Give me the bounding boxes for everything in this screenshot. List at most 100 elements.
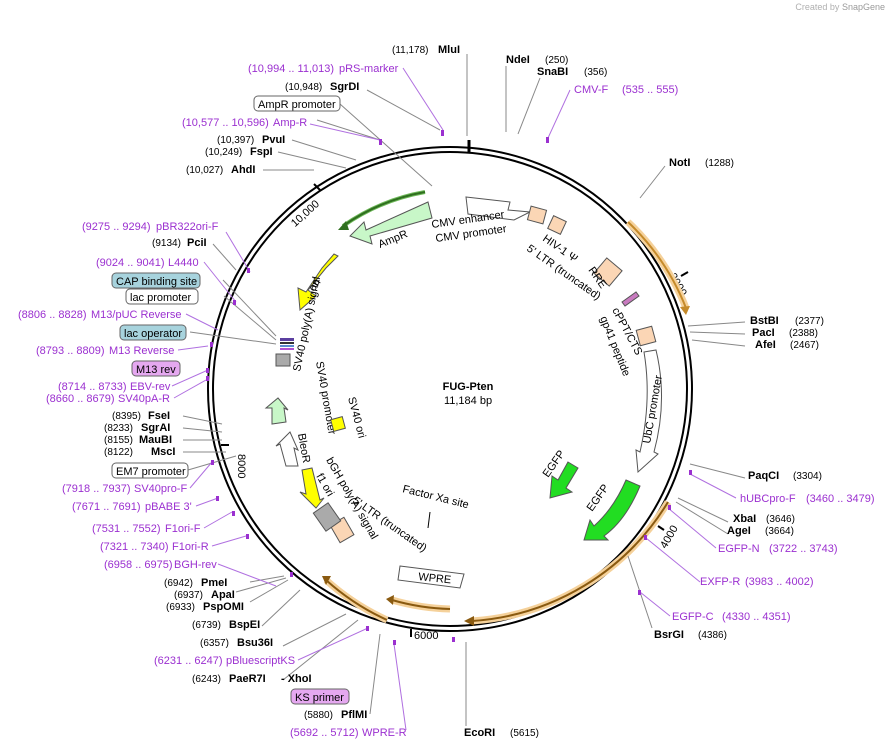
primer-name-pbabe3[interactable]: pBABE 3' [145, 501, 192, 513]
enzyme-pos-ecori: (5615) [510, 728, 539, 739]
ubc-promoter-feature[interactable] [635, 349, 663, 474]
enzyme-name-pmei[interactable]: PmeI [201, 577, 227, 589]
boxed-labels: AmpR promoter CAP binding site lac promo… [111, 95, 350, 705]
enzyme-name-bsu36i[interactable]: Bsu36I [237, 637, 273, 649]
em7-promoter-box[interactable] [111, 462, 189, 479]
enzyme-name-agei[interactable]: AgeI [727, 525, 751, 537]
lac-mark-1 [280, 338, 294, 341]
tick-label-8000: 8000 [235, 454, 247, 478]
enzyme-extra-xhoi[interactable]: - XhoI [281, 673, 312, 685]
enzyme-name-paci[interactable]: PacI [752, 327, 775, 339]
primer-name-f1ori-f[interactable]: F1ori-F [165, 523, 201, 535]
tick-2000-mark [680, 271, 689, 277]
credit-prefix: Created by [795, 2, 840, 12]
credit-brand: SnapGene [841, 2, 885, 12]
enzyme-name-noti[interactable]: NotI [669, 157, 690, 169]
m13-rev-box[interactable] [131, 360, 181, 377]
ori-feature[interactable] [297, 253, 339, 312]
enzyme-name-fspi[interactable]: FspI [250, 146, 273, 158]
enzyme-pos-ahdi: (10,027) [186, 165, 223, 176]
enzyme-pos-msci: (8122) [104, 447, 133, 458]
wpre-label: WPRE [418, 571, 452, 586]
enzyme-pos-sgrai: (8233) [104, 423, 133, 434]
enzyme-name-paqci[interactable]: PaqCI [748, 470, 779, 482]
wpre-feature[interactable] [397, 565, 465, 589]
egfp-feature-1[interactable] [549, 461, 579, 499]
enzyme-name-pvui[interactable]: PvuI [262, 134, 285, 146]
factor-xa-mark [427, 511, 431, 529]
primer-name-amp-r[interactable]: Amp-R [273, 117, 307, 129]
enzyme-name-pflmi[interactable]: PflMI [341, 709, 367, 721]
bgh-box[interactable] [312, 502, 342, 532]
enzyme-name-pspomi[interactable]: PspOMI [203, 601, 244, 613]
primer-range-hubcpro-f: (3460 .. 3479) [806, 493, 875, 505]
egfp-feature-2[interactable] [583, 479, 641, 541]
primer-name-exfp-r[interactable]: EXFP-R [700, 576, 740, 588]
primer-name-pbluescriptks[interactable]: pBluescriptKS [226, 655, 295, 667]
gp41-box[interactable] [635, 325, 657, 347]
primer-name-cmv-f[interactable]: CMV-F [574, 84, 609, 96]
primer-name-wpre-r[interactable]: WPRE-R [362, 727, 407, 739]
primer-name-sv40pro-f[interactable]: SV40pro-F [134, 483, 187, 495]
enzyme-name-fsei[interactable]: FseI [148, 410, 170, 422]
enzyme-name-snabi[interactable]: SnaBI [537, 66, 568, 78]
sv40-promoter-feature[interactable] [264, 397, 289, 425]
primer-range-egfp-c: (4330 .. 4351) [722, 611, 791, 623]
ampr-promoter-box[interactable] [253, 95, 341, 112]
enzyme-name-ecori[interactable]: EcoRI [464, 727, 495, 739]
cppt-feature[interactable] [621, 291, 640, 307]
bleor-feature[interactable] [275, 431, 300, 467]
primer-name-egfp-c[interactable]: EGFP-C [672, 611, 714, 623]
primer-name-pbr322ori-f[interactable]: pBR322ori-F [156, 221, 219, 233]
lac-promoter-box[interactable] [125, 288, 199, 305]
enzyme-name-bspei[interactable]: BspEI [229, 619, 260, 631]
enzyme-pos-paci: (2388) [789, 328, 818, 339]
backbone-inner [212, 151, 688, 627]
enzyme-name-afei[interactable]: AfeI [755, 339, 776, 351]
rre-box[interactable] [593, 257, 623, 287]
enzyme-name-apai[interactable]: ApaI [211, 589, 235, 601]
ks-primer-label: KS primer [295, 692, 344, 704]
enzyme-name-pcii[interactable]: PciI [187, 237, 207, 249]
ampr-feature[interactable] [349, 201, 433, 245]
enzyme-name-xbai[interactable]: XbaI [733, 513, 756, 525]
primer-range-l4440: (9024 .. 9041) [96, 257, 165, 269]
enzyme-name-mlui[interactable]: MluI [438, 44, 460, 56]
sv40-ori-box[interactable] [330, 416, 346, 432]
enzyme-name-paer7i[interactable]: PaeR7I [229, 673, 266, 685]
primer-name-ebv-rev[interactable]: EBV-rev [130, 381, 171, 393]
lac-operator-label: lac operator [124, 328, 182, 340]
primer-name-bgh-rev[interactable]: BGH-rev [174, 559, 217, 571]
primer-name-m13puc-rev[interactable]: M13/pUC Reverse [91, 309, 181, 321]
ltr-box-2[interactable] [547, 215, 567, 235]
lac-operator-box[interactable] [119, 324, 187, 341]
primer-range-pbabe3: (7671 .. 7691) [72, 501, 141, 513]
f1-ori-feature[interactable] [299, 467, 325, 509]
primer-name-egfp-n[interactable]: EGFP-N [718, 543, 760, 555]
orf-arc-bottom-mid [391, 599, 451, 610]
enzyme-name-sgrai[interactable]: SgrAI [141, 422, 170, 434]
ks-primer-box[interactable] [290, 688, 350, 705]
cap-site-box[interactable] [111, 272, 201, 289]
lac-mark-3 [280, 345, 294, 347]
enzyme-name-sgrdi[interactable]: SgrDI [330, 81, 359, 93]
primer-name-prs-marker[interactable]: pRS-marker [339, 63, 399, 75]
sv40ori-label: SV40 ori [345, 396, 368, 440]
enzyme-name-maubi[interactable]: MauBI [139, 434, 172, 446]
enzyme-name-bstbi[interactable]: BstBI [750, 315, 779, 327]
primer-name-sv40pa-r[interactable]: SV40pA-R [118, 393, 170, 405]
primer-name-f1ori-r[interactable]: F1ori-R [172, 541, 209, 553]
ltr-box-1[interactable] [526, 205, 548, 225]
enzyme-name-msci[interactable]: MscI [151, 446, 175, 458]
enzyme-pos-bsrgi: (4386) [698, 630, 727, 641]
primer-range-wpre-r: (5692 .. 5712) [290, 727, 359, 739]
enzyme-name-bsrgi[interactable]: BsrGI [654, 629, 684, 641]
sv40-polya-box[interactable] [275, 353, 291, 367]
enzyme-name-ndei[interactable]: NdeI [506, 54, 530, 66]
primer-name-hubcpro-f[interactable]: hUBCpro-F [740, 493, 796, 505]
primer-name-l4440[interactable]: L4440 [168, 257, 199, 269]
enzyme-pos-fsei: (8395) [112, 411, 141, 422]
primer-name-m13-reverse[interactable]: M13 Reverse [109, 345, 174, 357]
orf-arc-top-right [627, 221, 687, 309]
enzyme-name-ahdi[interactable]: AhdI [231, 164, 255, 176]
